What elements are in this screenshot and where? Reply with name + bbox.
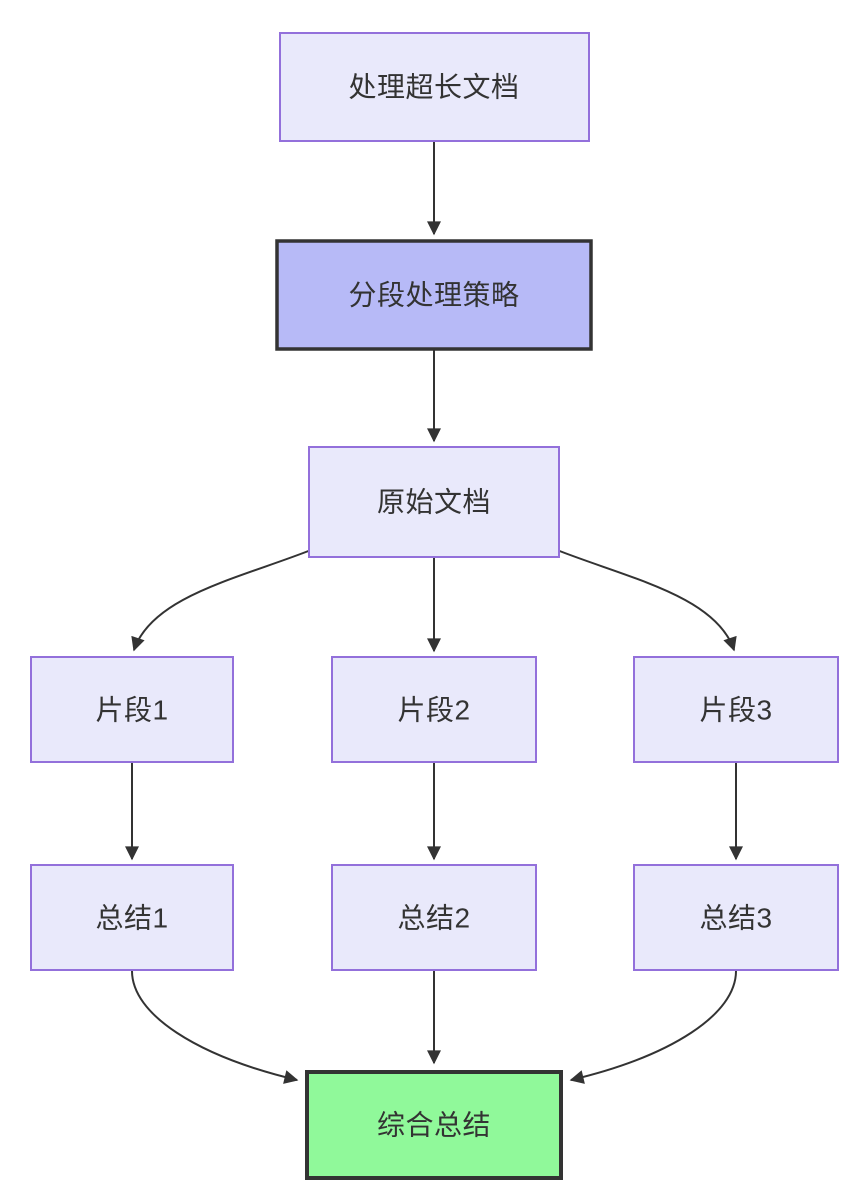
edge-sum1-to-final <box>131 970 299 1084</box>
node-doc-label: 处理超长文档 <box>348 72 519 103</box>
node-sum3-box <box>633 864 839 971</box>
node-original: 原始文档 <box>308 446 560 558</box>
node-seg3-label: 片段3 <box>699 695 772 726</box>
node-strategy-box <box>275 239 593 351</box>
node-final-label: 综合总结 <box>377 1110 491 1141</box>
node-sum2-box <box>331 864 537 971</box>
edge-sum3-to-final <box>569 970 737 1084</box>
node-seg3: 片段3 <box>633 656 839 763</box>
node-seg2-label: 片段2 <box>397 695 470 726</box>
node-seg2-box <box>331 656 537 763</box>
node-sum1: 总结1 <box>30 864 234 971</box>
node-original-box <box>308 446 560 558</box>
node-sum3-label: 总结3 <box>699 903 772 934</box>
node-seg1: 片段1 <box>30 656 234 763</box>
node-sum1-label: 总结1 <box>95 903 168 934</box>
node-original-label: 原始文档 <box>377 487 491 518</box>
node-strategy: 分段处理策略 <box>275 239 593 351</box>
node-doc: 处理超长文档 <box>279 32 590 142</box>
node-seg2: 片段2 <box>331 656 537 763</box>
node-final: 综合总结 <box>305 1070 563 1180</box>
node-sum1-box <box>30 864 234 971</box>
node-seg1-label: 片段1 <box>95 695 168 726</box>
node-seg3-box <box>633 656 839 763</box>
edge-group <box>125 141 743 1084</box>
edge-original-to-seg3 <box>556 549 737 652</box>
node-doc-box <box>279 32 590 142</box>
node-sum2: 总结2 <box>331 864 537 971</box>
node-final-box <box>305 1070 563 1180</box>
node-seg1-box <box>30 656 234 763</box>
node-sum2-label: 总结2 <box>397 903 470 934</box>
node-strategy-label: 分段处理策略 <box>348 280 519 311</box>
edge-original-to-seg1 <box>131 549 312 652</box>
node-sum3: 总结3 <box>633 864 839 971</box>
